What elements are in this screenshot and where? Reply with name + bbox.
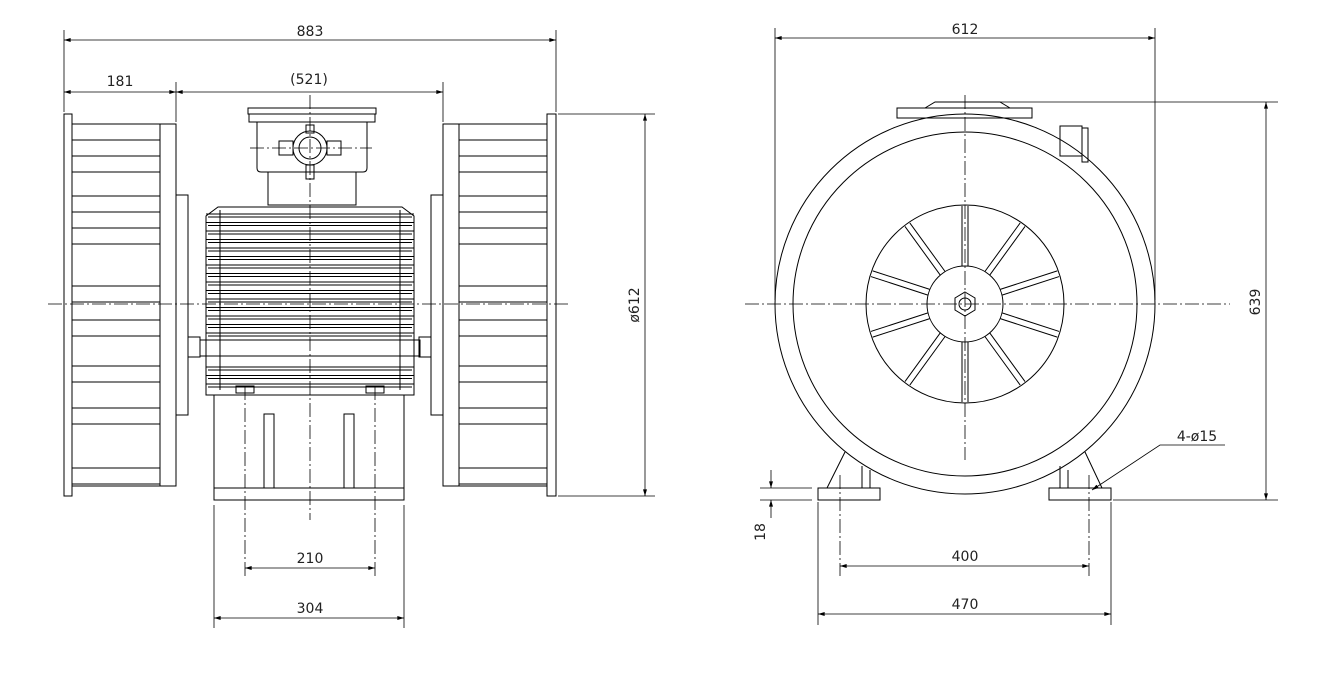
inner-housing — [792, 131, 1138, 477]
fan-spoke — [989, 226, 1026, 276]
dim-hole-spacing: 400 — [952, 549, 979, 565]
fan-spoke — [872, 318, 930, 338]
motor-body — [199, 206, 421, 396]
feet — [817, 451, 1112, 576]
fan-spoke — [1000, 318, 1058, 338]
dim-foot-thickness: 18 — [753, 523, 769, 541]
right-bolt — [418, 336, 432, 358]
fan-spoke — [870, 312, 929, 332]
fan-spoke — [984, 336, 1021, 386]
fan-spoke — [904, 332, 941, 382]
dim-height: 639 — [1248, 289, 1264, 316]
dim-holes: 4-ø15 — [1177, 429, 1217, 445]
fan-spoke — [989, 332, 1026, 382]
left-flange — [175, 194, 189, 416]
terminal-box-top — [896, 101, 1089, 163]
left-bolt — [187, 336, 201, 358]
shaft — [958, 297, 972, 311]
terminal-box — [247, 107, 377, 206]
side-dimensions: 883 181 (521) ø612 210 304 — [63, 24, 655, 628]
side-view: 883 181 (521) ø612 210 304 — [48, 24, 655, 628]
dim-hole-spacing: 210 — [297, 551, 324, 567]
fan-spoke — [904, 226, 941, 276]
dim-foot-span: 470 — [952, 597, 979, 613]
dim-overall-width: 612 — [952, 22, 979, 38]
left-fan — [63, 113, 177, 497]
right-fan — [442, 113, 557, 497]
dim-motor-length: (521) — [290, 72, 328, 88]
end-view: 612 639 18 400 470 4-ø15 — [745, 22, 1278, 625]
dim-diameter: ø612 — [627, 287, 643, 322]
fan-spoke — [870, 276, 929, 296]
end-dimensions: 612 639 18 400 470 4-ø15 — [753, 22, 1278, 625]
dim-fan-length: 181 — [107, 74, 134, 90]
motor-base — [213, 386, 405, 578]
fan-spoke — [1000, 270, 1058, 290]
fan-spoke — [1001, 276, 1060, 296]
fan-spoke — [872, 270, 930, 290]
fan-spoke — [984, 222, 1021, 272]
hex-nut — [954, 291, 976, 317]
fan-spoke — [1001, 312, 1060, 332]
dim-overall-length: 883 — [297, 24, 324, 40]
fan-hub — [926, 265, 1004, 343]
fan-spoke — [909, 222, 946, 272]
fan-ring — [865, 204, 1065, 404]
fan-spoke — [909, 336, 946, 386]
outer-housing — [774, 113, 1156, 495]
right-flange — [430, 194, 444, 416]
fan-spokes — [870, 206, 1060, 402]
dim-foot-width: 304 — [297, 601, 324, 617]
